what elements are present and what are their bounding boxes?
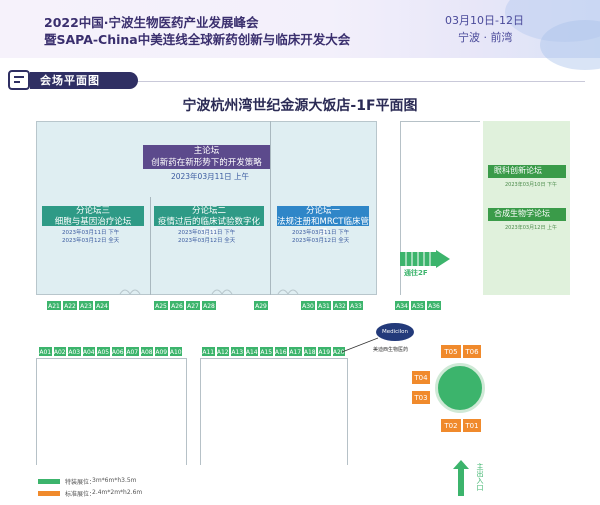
booth-t01: T01 [462, 418, 482, 433]
ophthalmology-forum-banner: 眼科创新论坛 [488, 165, 566, 178]
ophthalmology-forum-date: 2023年03月10日 下午 [505, 182, 558, 188]
sub-forum-3-banner: 分论坛三 细胞与基因治疗论坛 [42, 206, 144, 227]
floorplan-title: 宁波杭州湾世纪金源大饭店-1F平面图 [182, 98, 418, 114]
sub-forum-1-title: 分论坛一 [305, 206, 340, 216]
booth-t05: T05 [440, 344, 462, 359]
booth-t04: T04 [411, 370, 431, 385]
booth-t03: T03 [411, 390, 431, 405]
section-divider [40, 81, 585, 82]
legend-special-label: 特装展位： [65, 479, 96, 486]
hall-partition [270, 197, 271, 295]
legend-special-swatch [38, 479, 60, 484]
booth-a11: A11 [201, 346, 216, 357]
booth-a05: A05 [96, 346, 111, 357]
entrance-arrow-icon [453, 460, 469, 496]
sub-forum-1-date-1: 2023年03月11日 下午 [292, 230, 350, 236]
hall-partition [270, 121, 271, 197]
booth-a09: A09 [154, 346, 169, 357]
sub-forum-2-subtitle: 疫情过后的临床试验数字化创新 [157, 217, 260, 238]
sub-forum-2-banner: 分论坛二 疫情过后的临床试验数字化创新 [154, 206, 264, 238]
booth-a34: A34 [394, 300, 410, 311]
exhibit-block-left [36, 358, 187, 465]
floorplan-icon [8, 70, 30, 90]
sub-forum-1-subtitle: 法规注册和MRCT临床管理 [277, 217, 369, 238]
booth-a22: A22 [62, 300, 78, 311]
hall-doors [119, 289, 299, 295]
booth-a19: A19 [317, 346, 332, 357]
booth-a15: A15 [259, 346, 274, 357]
sub-forum-2-date-2: 2023年03月12日 全天 [178, 238, 236, 244]
main-forum-banner: 主论坛 创新药在新形势下的开发策略 [143, 145, 270, 169]
exhibit-block-mid [200, 358, 348, 465]
booth-a20: A20 [331, 346, 346, 357]
sub-forum-3-title: 分论坛三 [75, 206, 110, 216]
booth-a30: A30 [300, 300, 316, 311]
sub-forum-2-date-1: 2023年03月11日 下午 [178, 230, 236, 236]
booth-a17: A17 [288, 346, 303, 357]
booth-a35: A35 [410, 300, 426, 311]
booth-a02: A02 [52, 346, 67, 357]
event-date: 03月10日-12日 [445, 14, 524, 27]
booth-a07: A07 [125, 346, 140, 357]
legend-standard-swatch [38, 491, 60, 496]
event-location: 宁波 · 前湾 [458, 31, 513, 44]
booth-t06: T06 [462, 344, 482, 359]
sponsor-label: 美迪西生物医药 [373, 347, 409, 353]
booth-a24: A24 [94, 300, 110, 311]
legend-standard-size: 2.4m*2m*h2.6m [92, 489, 143, 496]
booth-a06: A06 [110, 346, 125, 357]
booth-a01: A01 [38, 346, 53, 357]
sponsor-logo: Medicilon [376, 323, 414, 341]
booth-a10: A10 [168, 346, 183, 357]
booth-a29: A29 [253, 300, 269, 311]
header-banner [0, 0, 600, 58]
booth-a36: A36 [426, 300, 442, 311]
entrance-label: 主出入口 [476, 463, 484, 491]
booth-a31: A31 [316, 300, 332, 311]
sub-forum-2-title: 分论坛二 [191, 206, 226, 216]
center-island [435, 363, 485, 413]
booth-a32: A32 [332, 300, 348, 311]
legend-special-size: 3m*6m*h3.5m [92, 477, 137, 484]
legend-standard-label: 标准展位： [65, 491, 96, 498]
booth-a14: A14 [244, 346, 259, 357]
booth-a16: A16 [273, 346, 288, 357]
synbio-forum-date: 2023年03月12日 上午 [505, 225, 558, 231]
booth-a25: A25 [153, 300, 169, 311]
hall-partition [150, 197, 151, 295]
booth-a33: A33 [348, 300, 364, 311]
booth-a12: A12 [215, 346, 230, 357]
booth-a27: A27 [185, 300, 201, 311]
main-forum-date: 2023年03月11日 上午 [170, 172, 250, 181]
booth-a08: A08 [139, 346, 154, 357]
booth-a04: A04 [81, 346, 96, 357]
main-forum-subtitle: 创新药在新形势下的开发策略 [151, 158, 262, 168]
sub-forum-3-date-1: 2023年03月11日 下午 [62, 230, 120, 236]
booth-a13: A13 [230, 346, 245, 357]
section-label: 会场平面图 [30, 72, 138, 89]
booth-a21: A21 [46, 300, 62, 311]
synbio-forum-banner: 合成生物学论坛 [488, 208, 566, 221]
sub-forum-1-date-2: 2023年03月12日 全天 [292, 238, 350, 244]
event-title-line2: 暨SAPA-China中美连线全球新药创新与临床开发大会 [44, 32, 351, 47]
sub-forum-1-banner: 分论坛一 法规注册和MRCT临床管理 [277, 206, 369, 238]
main-forum-title: 主论坛 [193, 146, 220, 156]
booth-a26: A26 [169, 300, 185, 311]
booth-a03: A03 [67, 346, 82, 357]
booth-t02: T02 [440, 418, 462, 433]
event-title-line1: 2022中国·宁波生物医药产业发展峰会 [44, 15, 259, 30]
sub-forum-3-date-2: 2023年03月12日 全天 [62, 238, 120, 244]
stairs-to-2f [400, 250, 450, 268]
booth-a23: A23 [78, 300, 94, 311]
booth-a18: A18 [302, 346, 317, 357]
booth-a28: A28 [201, 300, 217, 311]
sub-forum-3-subtitle: 细胞与基因治疗论坛 [54, 217, 132, 227]
stairs-label: 通往2F [404, 269, 428, 277]
sponsor-pointer [341, 337, 379, 353]
